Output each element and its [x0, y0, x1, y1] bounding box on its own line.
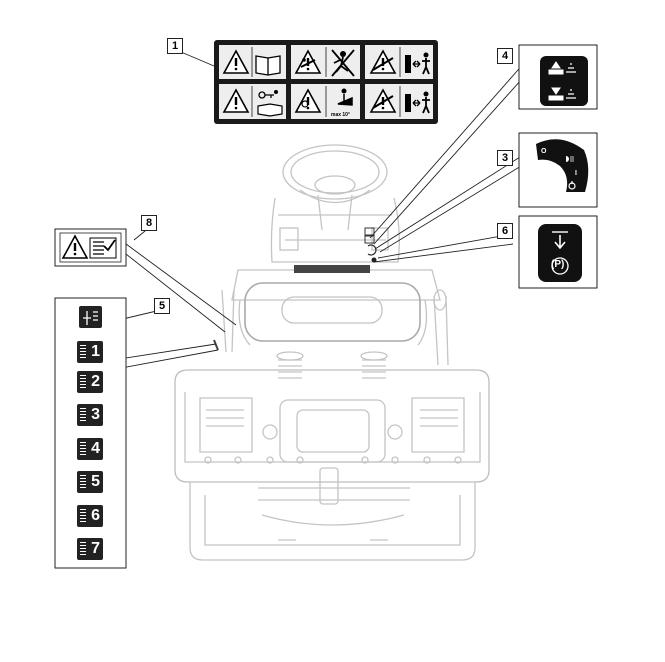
- gear-number: 7: [91, 540, 100, 557]
- callout-8: 8: [141, 215, 157, 231]
- slope-hazard-icon: [370, 89, 396, 113]
- height-up-icon: [548, 61, 576, 75]
- decal-5-gear-strip: [54, 297, 127, 569]
- parking-label: (P): [551, 259, 565, 270]
- callout-4: 4: [497, 48, 513, 64]
- callout-6: 6: [497, 223, 513, 239]
- thrown-object-icon: [295, 50, 321, 74]
- decal-1-warning-panel: max 10°: [214, 40, 438, 124]
- manual-book-icon: [255, 55, 281, 76]
- gear-number: 4: [91, 440, 100, 457]
- max-slope-icon: max 10°: [331, 88, 353, 118]
- arrow-down-icon: [552, 231, 568, 250]
- callout-1: 1: [167, 38, 183, 54]
- gear-position-1: 1: [77, 341, 103, 363]
- gear-position-2: 2: [77, 371, 103, 393]
- gear-position-7: 7: [77, 538, 103, 560]
- gear-position-4: 4: [77, 438, 103, 460]
- light-icon: [566, 156, 574, 162]
- gear-selector-icon: [79, 306, 102, 328]
- keep-distance-icon: [405, 91, 430, 114]
- gear-shift-icon: [89, 237, 117, 259]
- gear-number: 1: [91, 343, 100, 360]
- gear-number: 6: [91, 507, 100, 524]
- tractor-outline: [174, 144, 490, 561]
- decal-4-cutting-height: [518, 44, 598, 110]
- decal-3-ignition: O I: [518, 132, 598, 208]
- ignition-off-mark: O: [541, 148, 547, 155]
- gear-number: 5: [91, 473, 100, 490]
- engine-start-icon: [568, 181, 576, 190]
- parking-icon: [551, 257, 569, 275]
- gear-position-3: 3: [77, 404, 103, 426]
- gear-number: 3: [91, 406, 100, 423]
- gear-position-6: 6: [77, 505, 103, 527]
- keep-distance-icon: [405, 52, 430, 75]
- slope-hazard-icon: [370, 50, 396, 74]
- dash-markers: [213, 227, 377, 351]
- no-passengers-icon: [331, 49, 355, 77]
- key-removal-icon: [257, 90, 283, 117]
- height-down-icon: [548, 87, 576, 101]
- decal-6-parking-brake: [518, 215, 598, 289]
- callout-3: 3: [497, 150, 513, 166]
- callout-5: 5: [154, 298, 170, 314]
- gear-number: 2: [91, 373, 100, 390]
- ignition-on-mark: I: [575, 170, 577, 177]
- slope-limit-text: max 10°: [331, 112, 350, 118]
- gear-position-5: 5: [77, 471, 103, 493]
- rollover-hazard-icon: [295, 89, 321, 113]
- decal-8-warning: [54, 228, 127, 267]
